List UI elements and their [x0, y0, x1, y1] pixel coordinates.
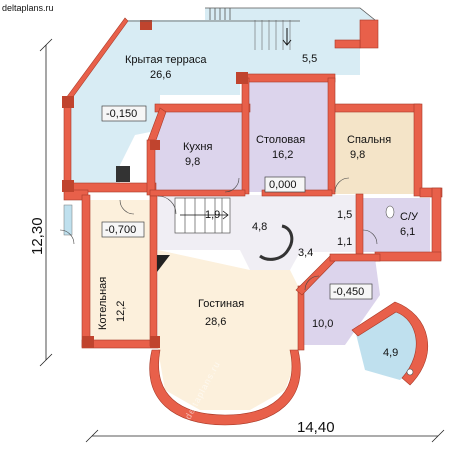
area-1-1: 1,1	[337, 236, 352, 248]
svg-text:-0,150: -0,150	[106, 108, 137, 120]
dimension-vertical	[39, 38, 53, 367]
level-terrace: -0,150	[101, 105, 147, 122]
study-area: 10,0	[312, 318, 333, 330]
porch-stairs	[254, 20, 291, 50]
living-area: 28,6	[205, 316, 226, 328]
depth-dimension: 12,30	[29, 217, 46, 255]
boiler-name: Котельная	[97, 277, 109, 330]
kitchen-area: 9,8	[185, 156, 200, 168]
bath-area: 6,1	[400, 226, 415, 238]
kitchen-name: Кухня	[183, 141, 212, 153]
stair-arrow-icon	[180, 210, 229, 220]
area-4-8: 4,8	[252, 221, 267, 233]
porch-floor	[205, 8, 375, 75]
window-left	[63, 204, 73, 236]
terrace-area: 26,6	[150, 69, 171, 81]
chimney-block	[116, 166, 130, 182]
entry-arrow-icon	[282, 28, 292, 46]
level-boiler: -0,700	[101, 221, 145, 238]
svg-text:-0,450: -0,450	[333, 286, 364, 298]
hall-column	[259, 224, 294, 261]
dining-name: Столовая	[256, 134, 305, 146]
dimension-horizontal	[85, 429, 445, 443]
area-1-5: 1,5	[337, 209, 352, 221]
living-name: Гостиная	[198, 298, 244, 310]
bath-name: С/У	[400, 211, 419, 223]
porch-area: 5,5	[302, 53, 317, 65]
dining-floor	[248, 80, 330, 192]
fireplace	[157, 255, 170, 272]
bedroom-area: 9,8	[350, 149, 365, 161]
dining-area: 16,2	[272, 149, 293, 161]
bay-area: 4,9	[383, 347, 398, 359]
bath-floor	[362, 198, 430, 252]
living-floor	[158, 250, 300, 410]
toilet-icon	[385, 205, 395, 219]
terrace-name: Крытая терраса	[125, 54, 207, 66]
svg-text:-0,700: -0,700	[105, 224, 136, 236]
terrace-railing	[128, 7, 376, 22]
kitchen-floor	[150, 108, 245, 192]
svg-text:0,000: 0,000	[269, 179, 297, 191]
doors	[59, 177, 378, 291]
area-1-9: 1,9	[205, 209, 220, 221]
walls	[63, 17, 443, 426]
pillars	[62, 20, 248, 348]
width-dimension: 14,40	[297, 419, 335, 436]
level-study: -0,450	[329, 283, 373, 300]
interior-stairs	[174, 197, 231, 234]
bedroom-floor	[333, 108, 416, 194]
level-center: 0,000	[264, 176, 306, 193]
boiler-area: 12,2	[115, 301, 127, 322]
area-3-4: 3,4	[298, 247, 313, 259]
bedroom-name: Спальня	[347, 134, 391, 146]
study-floor	[300, 258, 380, 345]
site-label: deltaplans.ru	[2, 3, 54, 13]
sink-icon	[406, 368, 414, 376]
terrace-floor	[68, 20, 300, 185]
